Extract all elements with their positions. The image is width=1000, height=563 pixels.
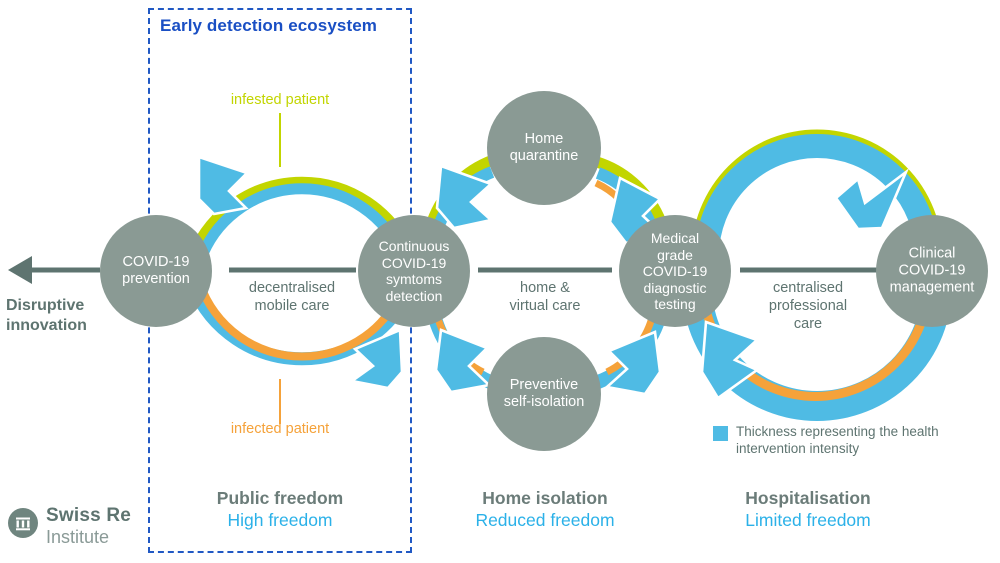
- section-subtitle-home-isolation: Reduced freedom: [475, 510, 615, 530]
- pillar-building-icon: [8, 508, 38, 538]
- swiss-re-wordmark: Swiss Re Institute: [46, 506, 131, 546]
- arc-prevention-top-arrowhead: [197, 155, 250, 216]
- arc-detection-to-self-isolation: [428, 314, 498, 394]
- node-preventive-self-isolation: [487, 337, 601, 451]
- node-symptoms-detection: [358, 215, 470, 327]
- arc-self-isolation-left-arrowhead: [434, 328, 492, 394]
- node-diagnostic-testing: [619, 215, 731, 327]
- section-subtitle-hospitalisation: Limited freedom: [745, 510, 871, 530]
- disruptive-innovation-label: Disruptive innovation: [6, 297, 87, 334]
- node-home-quarantine: [487, 91, 601, 205]
- section-hospitalisation: Hospitalisation Limited freedom: [745, 487, 870, 531]
- legend-text: Thickness representing the health interv…: [736, 424, 939, 456]
- arc-note-infested-patient: infested patient: [230, 92, 330, 108]
- arc-detection-to-quarantine: [426, 154, 496, 231]
- logo-subtitle: Institute: [46, 527, 110, 547]
- arc-clinical-top: [691, 129, 943, 257]
- disruptive-innovation-arrow: [8, 256, 100, 284]
- section-title-hospitalisation: Hospitalisation: [745, 488, 871, 508]
- logo-name: Swiss Re: [46, 505, 132, 526]
- pillar-building-glyph: [16, 517, 30, 531]
- node-clinical-management: [876, 215, 988, 327]
- section-home-isolation: Home isolation Reduced freedom: [475, 487, 614, 531]
- section-title-public-freedom: Public freedom: [216, 488, 344, 508]
- arc-self-isolation-right-arrowhead: [604, 330, 662, 396]
- arc-clinical-top-arrowhead: [834, 168, 910, 231]
- connector-label-decentralised-mobile-care: decentralised mobile care: [248, 280, 336, 314]
- legend-swatch-icon: [713, 426, 728, 441]
- section-subtitle-public-freedom: High freedom: [227, 510, 333, 530]
- arc-prevention-bottom-arrowhead: [348, 328, 404, 390]
- arc-note-infected-patient: infected patient: [230, 421, 330, 437]
- connector-label-home-virtual-care: home & virtual care: [509, 280, 581, 314]
- legend: Thickness representing the health interv…: [713, 424, 963, 457]
- swiss-re-institute-logo: Swiss Re Institute: [8, 506, 131, 546]
- node-covid-prevention: [100, 215, 212, 327]
- connector-label-centralised-professional-care: centralised professional care: [768, 280, 848, 332]
- arc-self-isolation-to-testing: [595, 313, 666, 396]
- arc-quarantine-left-arrowhead: [435, 164, 494, 230]
- section-public-freedom: Public freedom High freedom: [217, 487, 343, 531]
- early-detection-ecosystem-title: Early detection ecosystem: [160, 16, 377, 35]
- section-title-home-isolation: Home isolation: [482, 488, 608, 508]
- arc-clinical-bottom-arrowhead: [700, 320, 760, 400]
- arc-clinical-bottom: [682, 283, 952, 421]
